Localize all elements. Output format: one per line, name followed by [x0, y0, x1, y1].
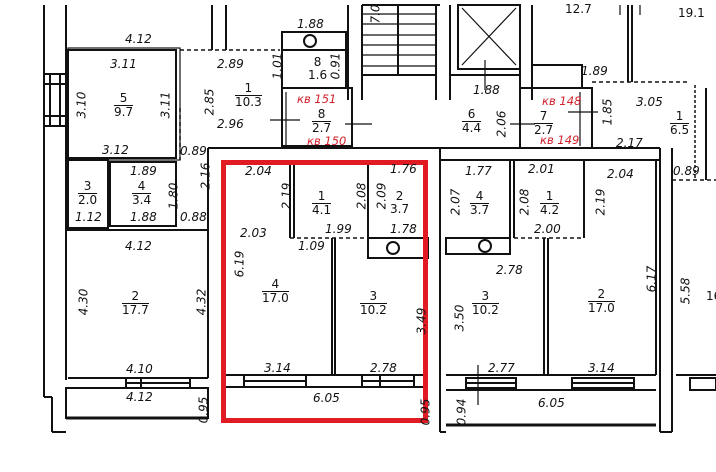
dim: 0.89 — [673, 164, 700, 178]
dim: 1.89 — [581, 64, 608, 78]
dim: 4.12 — [126, 390, 153, 404]
dim: 2.77 — [488, 361, 515, 375]
dim: 6.17 — [644, 265, 659, 293]
dim: 3.14 — [264, 361, 291, 375]
dim: 2.19 — [279, 182, 294, 210]
dim: 1.09 — [298, 239, 325, 253]
dim: 0.91 — [328, 52, 343, 80]
dim: 2.03 — [240, 226, 267, 240]
apartment-label-kv149: кв 149 — [540, 133, 580, 147]
dim: 0.88 — [180, 210, 207, 224]
dim: 2.16 — [198, 162, 213, 190]
dim: 2.96 — [217, 117, 244, 131]
dim: 6.05 — [538, 396, 565, 410]
dim: 7.0 — [368, 4, 383, 24]
dim: 3.05 — [636, 95, 663, 109]
selected-apartment-highlight[interactable] — [221, 160, 428, 423]
dim: 0.89 — [180, 144, 207, 158]
apartment-label-kv151: кв 151 — [297, 92, 337, 106]
apartment-label-kv148: кв 148 — [542, 94, 582, 108]
dim: 2.17 — [616, 136, 643, 150]
dim: 4.12 — [125, 32, 152, 46]
dim: 1.88 — [130, 210, 157, 224]
dim: 0.94 — [454, 398, 469, 426]
dim: 4.10 — [126, 362, 153, 376]
dim: 2.06 — [494, 110, 509, 138]
dim: 2.04 — [607, 167, 634, 181]
dim: 4.32 — [194, 288, 209, 316]
dim: 3.12 — [102, 143, 129, 157]
dim: 1.12 — [75, 210, 102, 224]
dim: 1.76 — [390, 162, 417, 176]
dim: 3.50 — [452, 304, 467, 332]
dim: 2.04 — [245, 164, 272, 178]
dim: 2.78 — [370, 361, 397, 375]
dim: 2.08 — [354, 182, 369, 210]
dim: 4.30 — [76, 288, 91, 316]
dim: 6.05 — [313, 391, 340, 405]
dim: 1.88 — [297, 17, 324, 31]
dim: 2.78 — [496, 263, 523, 277]
apartment-label-kv150: кв 150 — [307, 134, 347, 148]
dim: 0.95 — [196, 396, 211, 424]
dim: 1.78 — [390, 222, 417, 236]
room-top-cut-2: 19.1 — [678, 6, 705, 20]
dim: 2.09 — [374, 182, 389, 210]
room-right-cut: 16 — [706, 289, 716, 303]
dim: 2.89 — [217, 57, 244, 71]
dim: 2.07 — [448, 188, 463, 216]
dim: 4.12 — [125, 239, 152, 253]
dim: 0.95 — [418, 398, 433, 426]
dim: 1.77 — [465, 164, 492, 178]
dim: 3.11 — [158, 91, 173, 119]
dim: 3.14 — [588, 361, 615, 375]
dim: 6.19 — [232, 250, 247, 278]
dim: 1.89 — [130, 164, 157, 178]
dim: 5.58 — [678, 277, 693, 305]
dim: 2.08 — [517, 188, 532, 216]
room-top-cut-1: 12.7 — [565, 2, 592, 16]
dim: 1.88 — [473, 83, 500, 97]
dim: 1.80 — [166, 182, 181, 210]
dim: 3.10 — [74, 91, 89, 119]
dim: 3.11 — [110, 57, 137, 71]
dim: 1.85 — [600, 98, 615, 126]
dim: 2.01 — [528, 162, 555, 176]
dim: 1.01 — [270, 52, 285, 80]
dim: 2.19 — [593, 188, 608, 216]
dim: 1.99 — [325, 222, 352, 236]
dim: 3.49 — [414, 307, 429, 335]
dim: 2.00 — [534, 222, 561, 236]
dim: 2.85 — [202, 88, 217, 116]
